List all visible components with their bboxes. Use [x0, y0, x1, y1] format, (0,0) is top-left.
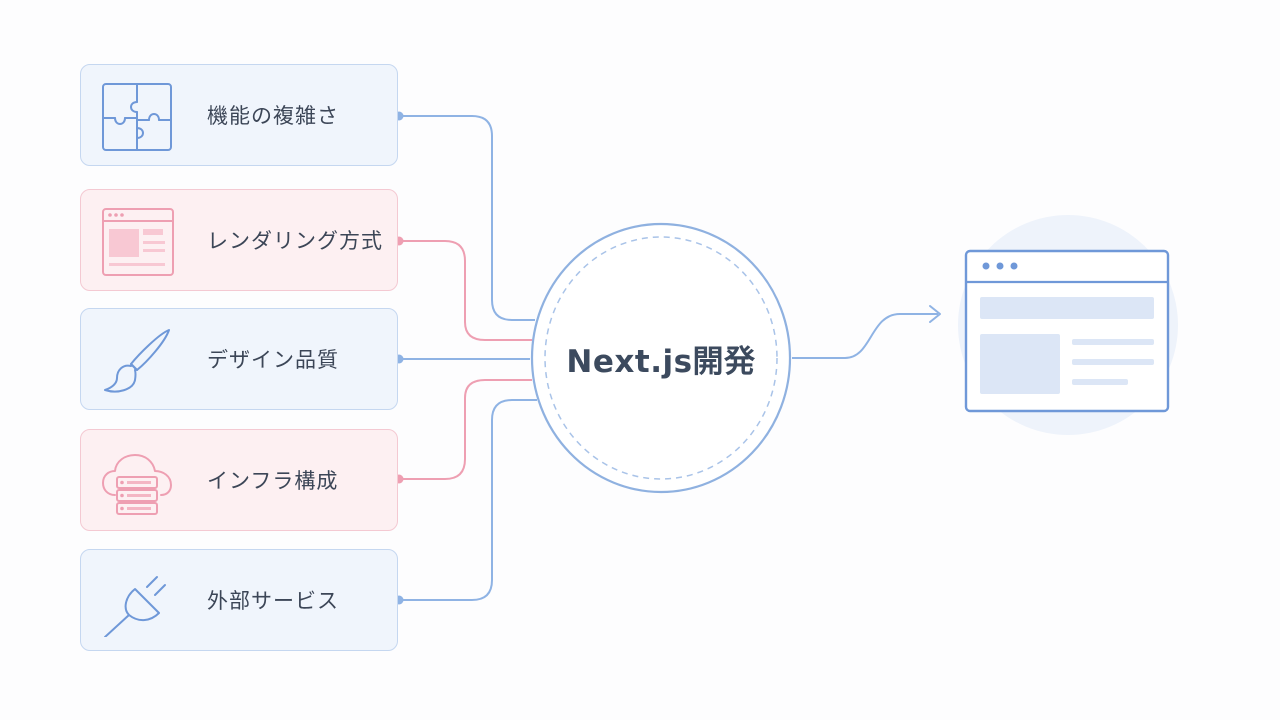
factor-label-infra: インフラ構成 — [207, 469, 339, 493]
connector-external — [399, 399, 537, 601]
paintbrush-icon — [104, 329, 170, 393]
plug-icon — [104, 576, 166, 637]
cloud-server-icon — [102, 454, 172, 515]
hub-node: Next.js開発 — [530, 222, 792, 494]
factor-label-rendering: レンダリング方式 — [207, 229, 383, 253]
puzzle-icon — [102, 83, 172, 151]
connector-rendering — [399, 240, 532, 341]
factor-card-infra: インフラ構成 — [80, 429, 398, 531]
factor-label-complexity: 機能の複雑さ — [207, 104, 339, 128]
connector-complexity — [399, 115, 535, 321]
output-arrow-head — [929, 305, 941, 323]
factor-card-design: デザイン品質 — [80, 308, 398, 410]
factor-card-complexity: 機能の複雑さ — [80, 64, 398, 166]
browser-window-icon — [102, 208, 174, 276]
hub-circle — [530, 222, 792, 494]
factor-card-rendering: レンダリング方式 — [80, 189, 398, 291]
web-page-icon — [958, 215, 1178, 435]
factor-label-external: 外部サービス — [207, 589, 339, 613]
hub-label: Next.js開発 — [566, 343, 756, 380]
connector-infra — [399, 379, 532, 480]
factor-card-external: 外部サービス — [80, 549, 398, 651]
factor-label-design: デザイン品質 — [207, 348, 339, 372]
output-arrow — [792, 313, 938, 359]
